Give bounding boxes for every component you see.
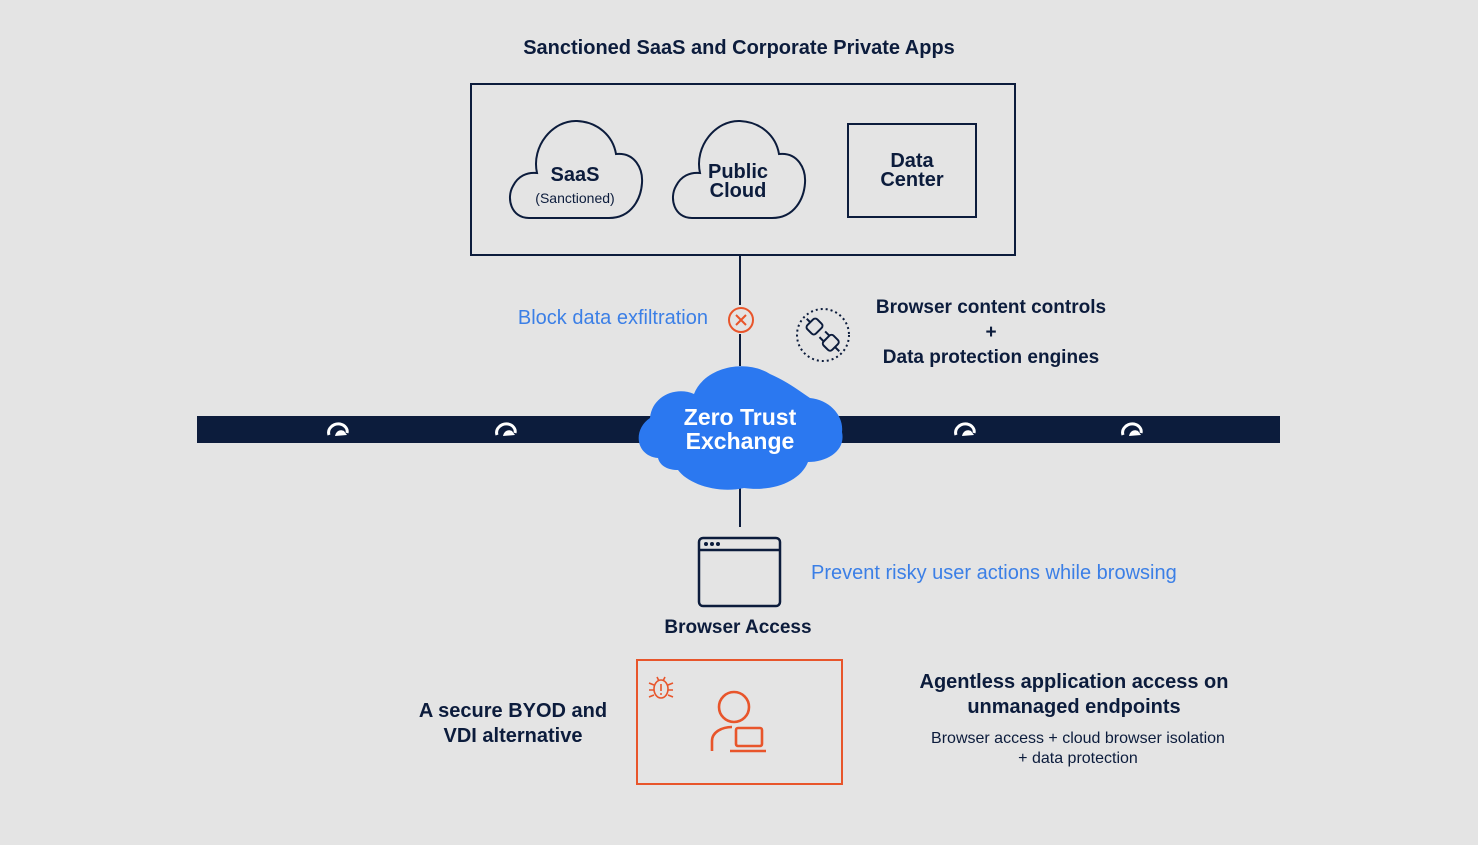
zscaler-logo-icon [327,422,349,436]
saas-cloud-icon [509,119,644,219]
block-exfiltration-label: Block data exfiltration [517,307,708,329]
diagram-title: Sanctioned SaaS and Corporate Private Ap… [523,37,955,59]
saas-subtitle: (Sanctioned) [535,190,615,206]
connector-line-top [739,256,741,305]
saas-label: SaaS (Sanctioned) [515,164,635,208]
browser-window-icon [697,536,782,608]
browser-access-label: Browser Access [664,617,812,638]
controls-text: Browser content controls + Data protecti… [850,295,1132,370]
connector-line-bottom [739,486,741,527]
bug-icon [648,676,674,699]
zscaler-logo-icon [495,422,517,436]
public-cloud-label: Public Cloud [707,161,768,202]
connector-line-mid [739,334,741,366]
zscaler-logo-icon [1121,422,1143,436]
user-laptop-icon [710,690,766,753]
apps-container-box [470,83,1016,256]
zscaler-logo-icon [954,422,976,436]
agentless-title: Agentless application access on unmanage… [919,671,1229,718]
plug-icon [796,308,850,362]
byod-alternative-label: A secure BYOD and VDI alternative [418,700,608,747]
saas-title: SaaS [550,164,600,186]
data-center-box: Data Center [847,123,977,218]
unmanaged-endpoint-box [636,659,843,785]
controls-line-3: Data protection engines [882,347,1100,368]
zero-trust-exchange-label: Zero Trust Exchange [683,404,797,454]
blocked-x-icon [728,307,754,333]
controls-line-1: Browser content controls [875,297,1107,318]
public-cloud-icon [672,119,807,219]
prevent-risky-actions-label: Prevent risky user actions while browsin… [811,562,1177,584]
zero-trust-exchange-cloud-icon [638,366,843,490]
controls-line-2: + [985,322,997,343]
data-center-label: Data Center [880,149,944,191]
agentless-subtitle: Browser access + cloud browser isolation… [931,730,1225,767]
